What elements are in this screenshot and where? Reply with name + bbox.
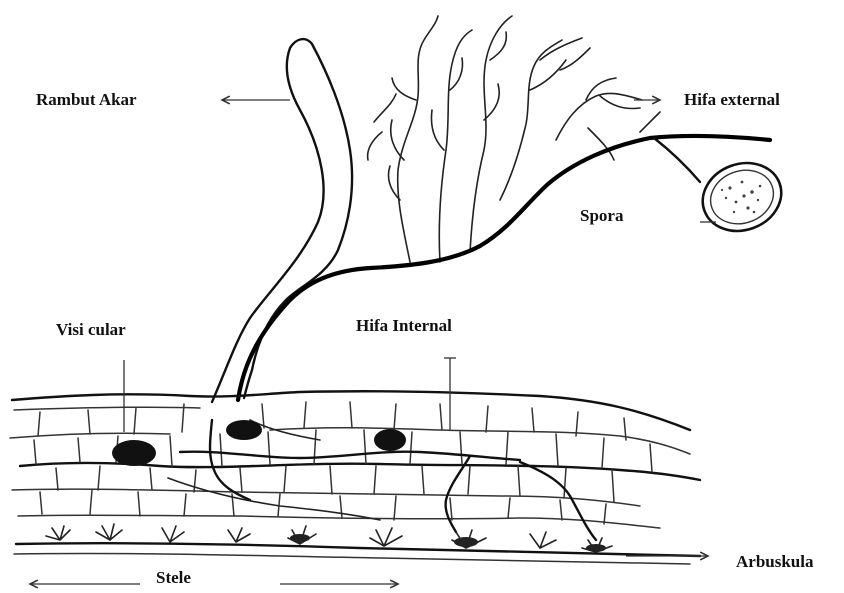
label-hifa-internal: Hifa Internal: [356, 316, 452, 336]
main-hypha: [238, 136, 770, 400]
label-hifa-external: Hifa external: [684, 90, 780, 110]
vesicles: [112, 420, 406, 466]
label-rambut-akar: Rambut Akar: [36, 90, 137, 110]
spore: [693, 152, 791, 241]
label-spora: Spora: [580, 206, 623, 226]
pointers: [30, 100, 716, 584]
label-arbuskula: Arbuskula: [736, 552, 813, 572]
root-hair: [212, 39, 352, 402]
label-visicular: Visi cular: [56, 320, 126, 340]
label-stele: Stele: [156, 568, 191, 588]
